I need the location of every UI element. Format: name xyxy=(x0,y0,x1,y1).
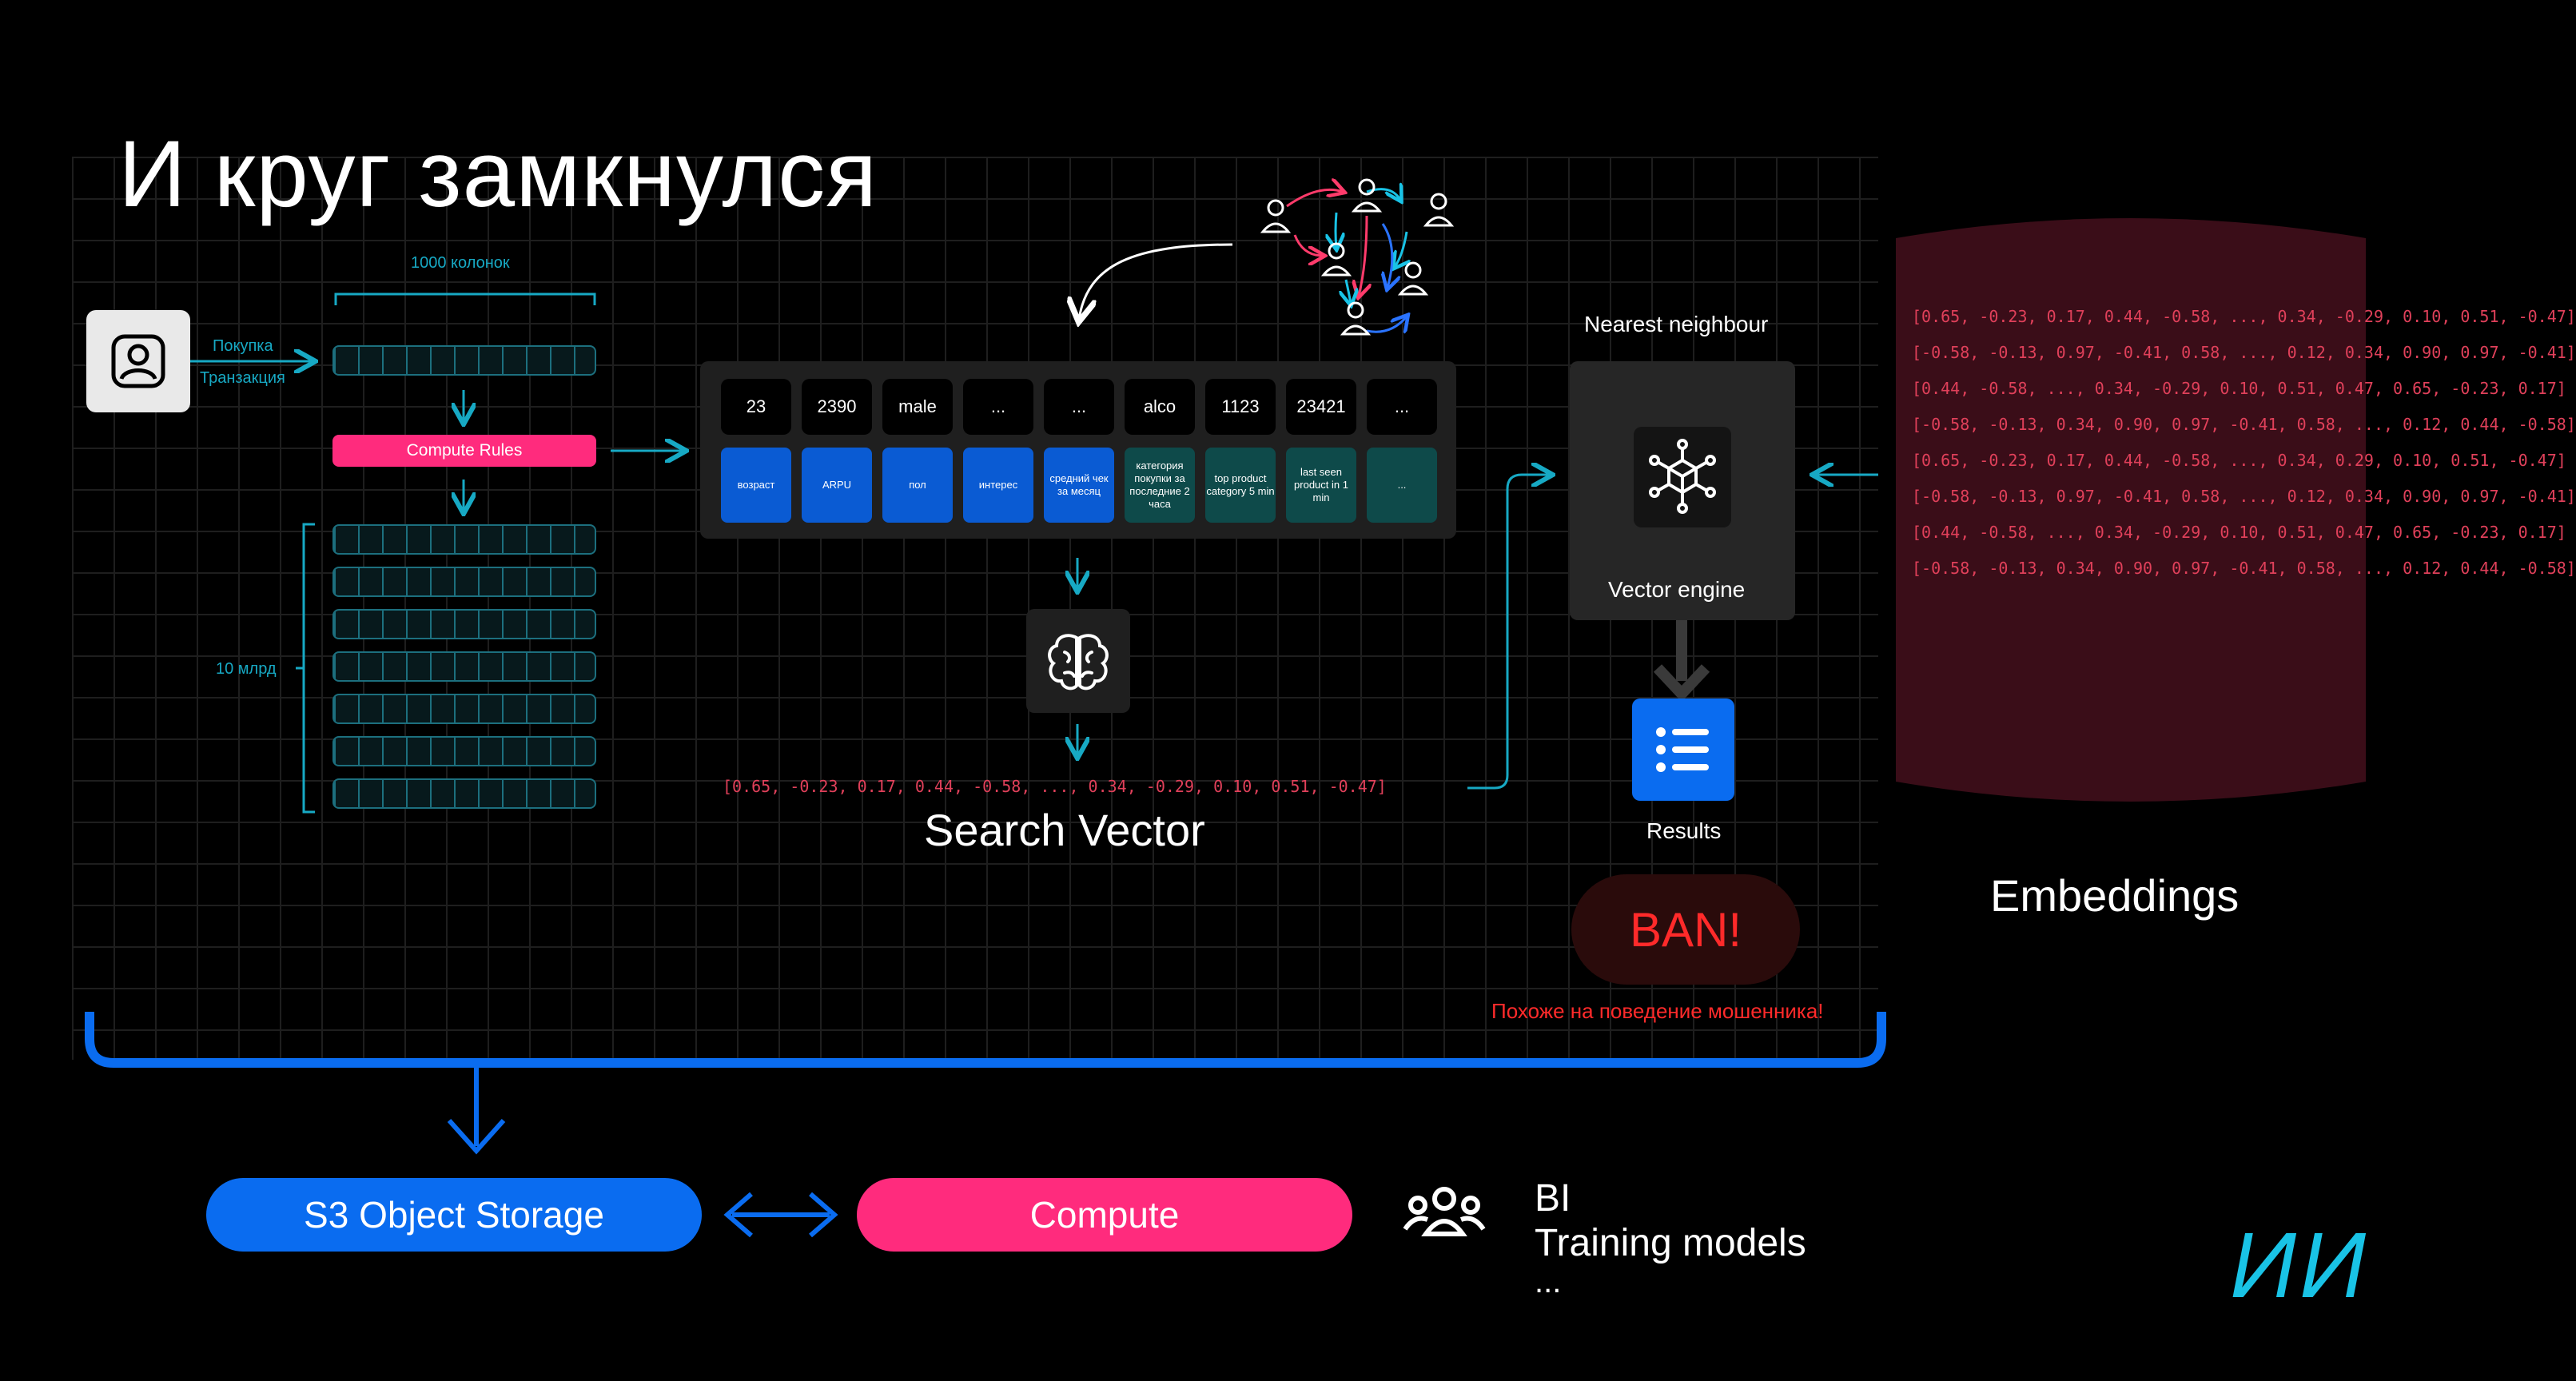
rows-label: 10 млрд xyxy=(216,660,277,678)
cube-network-icon xyxy=(1649,439,1716,514)
feature-name-cell: ... xyxy=(1367,448,1437,523)
feature-name-cell: last seen product in 1 min xyxy=(1286,448,1356,523)
feature-value-cell: 23 xyxy=(721,379,791,435)
consumer-more: ... xyxy=(1535,1264,1562,1299)
embedding-vector-line: [-0.58, -0.13, 0.97, -0.41, 0.58, ..., 0… xyxy=(1912,487,2576,506)
fraud-note: Похоже на поведение мошенника! xyxy=(1491,999,1824,1023)
table-row xyxy=(332,609,596,639)
results-label: Results xyxy=(1646,818,1722,843)
model-box xyxy=(1026,609,1130,713)
feature-value-cell: 2390 xyxy=(802,379,872,435)
feature-name-cell: средний чек за месяц xyxy=(1044,448,1114,523)
feature-row xyxy=(332,345,596,376)
feature-name-cell: возраст xyxy=(721,448,791,523)
feature-value-cell: ... xyxy=(963,379,1033,435)
results-icon-box[interactable] xyxy=(1632,698,1734,801)
user-card xyxy=(86,310,190,412)
search-vector-label: Search Vector xyxy=(924,805,1205,855)
vector-engine-label: Vector engine xyxy=(1608,577,1746,602)
feature-name-cell: категория покупки за последние 2 часа xyxy=(1125,448,1195,523)
slide-title: И круг замкнулся xyxy=(118,121,878,227)
feature-name-cell: интерес xyxy=(963,448,1033,523)
feature-value-cell: alco xyxy=(1125,379,1195,435)
feature-name-cell: top product category 5 min xyxy=(1205,448,1276,523)
brain-icon xyxy=(1048,634,1109,690)
table-row xyxy=(332,651,596,682)
search-vector-values: [0.65, -0.23, 0.17, 0.44, -0.58, ..., 0.… xyxy=(723,777,1387,796)
ban-badge: BAN! xyxy=(1571,874,1800,985)
feature-value-cell: 1123 xyxy=(1205,379,1276,435)
compute-pill[interactable]: Compute xyxy=(857,1178,1352,1252)
vector-engine-icon-box xyxy=(1634,427,1731,527)
embedding-vector-line: [-0.58, -0.13, 0.34, 0.90, 0.97, -0.41, … xyxy=(1912,559,2576,578)
table-row xyxy=(332,694,596,724)
embeddings-label: Embeddings xyxy=(1990,870,2240,921)
network-graph xyxy=(1260,168,1455,336)
feature-value-cell: male xyxy=(882,379,953,435)
s3-storage-pill[interactable]: S3 Object Storage xyxy=(206,1178,702,1252)
table-row xyxy=(332,567,596,597)
embedding-vector-line: [0.44, -0.58, ..., 0.34, -0.29, 0.10, 0.… xyxy=(1912,523,2566,542)
user-profile-icon xyxy=(111,334,165,388)
table-row xyxy=(332,524,596,555)
columns-label: 1000 колонок xyxy=(411,254,510,272)
input-label-purchase: Покупка xyxy=(213,337,273,355)
consumer-training-models: Training models xyxy=(1535,1222,1806,1264)
embedding-vector-line: [-0.58, -0.13, 0.97, -0.41, 0.58, ..., 0… xyxy=(1912,343,2576,362)
list-icon xyxy=(1656,727,1709,772)
feature-name-cell: ARPU xyxy=(802,448,872,523)
embedding-vector-line: [0.44, -0.58, ..., 0.34, -0.29, 0.10, 0.… xyxy=(1912,379,2566,398)
table-row xyxy=(332,736,596,766)
feature-value-cell: ... xyxy=(1044,379,1114,435)
embedding-vector-line: [-0.58, -0.13, 0.34, 0.90, 0.97, -0.41, … xyxy=(1912,415,2576,434)
embedding-vector-line: [0.65, -0.23, 0.17, 0.44, -0.58, ..., 0.… xyxy=(1912,307,2576,326)
table-row xyxy=(332,778,596,809)
input-label-transaction: Транзакция xyxy=(200,369,285,387)
embeddings-database: [0.65, -0.23, 0.17, 0.44, -0.58, ..., 0.… xyxy=(1896,214,2576,809)
compute-rules-button[interactable]: Compute Rules xyxy=(332,435,596,467)
embedding-vector-line: [0.65, -0.23, 0.17, 0.44, -0.58, ..., 0.… xyxy=(1912,451,2566,470)
feature-value-cell: 23421 xyxy=(1286,379,1356,435)
consumer-bi: BI xyxy=(1535,1177,1571,1220)
users-group-icon xyxy=(1403,1181,1486,1245)
brand-logo: ИИ xyxy=(2230,1213,2369,1317)
feature-name-cell: пол xyxy=(882,448,953,523)
feature-value-cell: ... xyxy=(1367,379,1437,435)
nearest-neighbour-label: Nearest neighbour xyxy=(1584,312,1769,336)
